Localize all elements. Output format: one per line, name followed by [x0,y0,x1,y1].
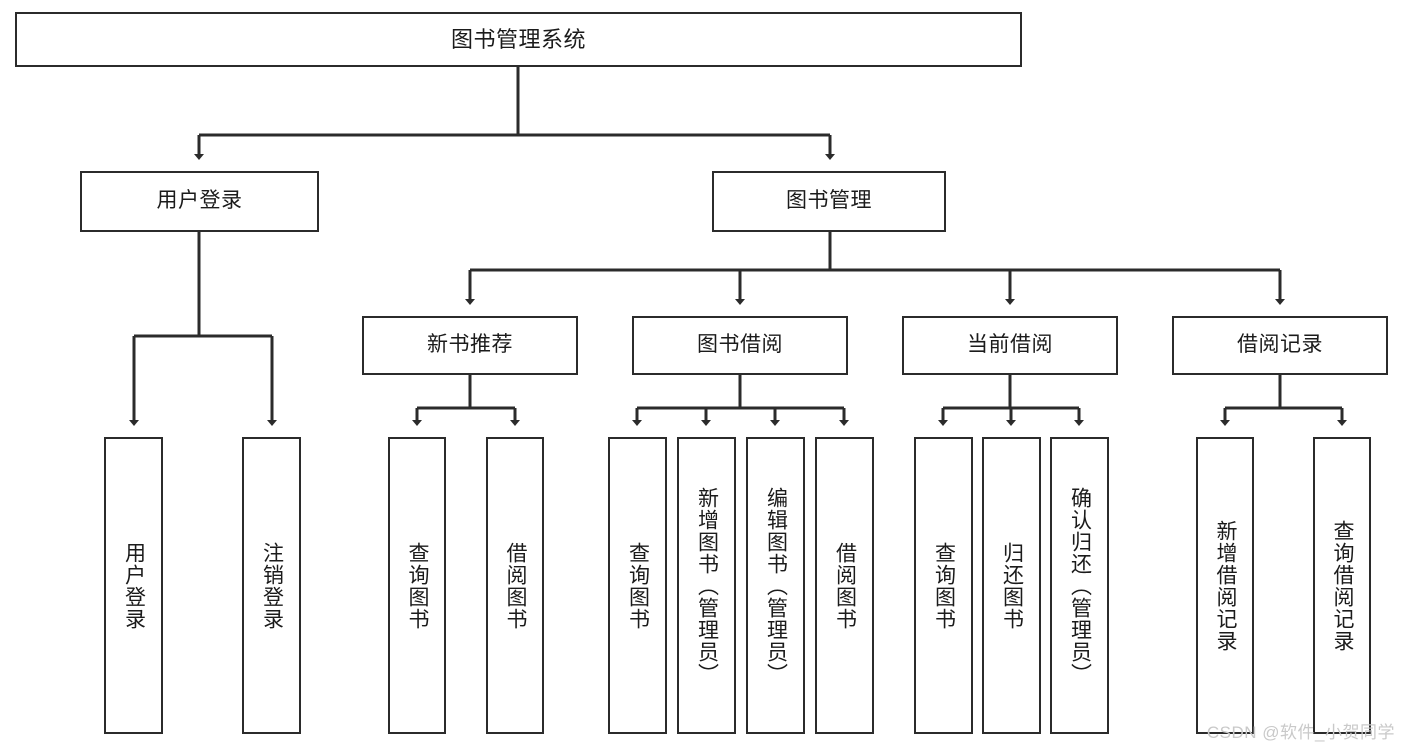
node-root[interactable]: 图书管理系统 [15,12,1022,67]
node-query-book-3-label: 查询图书 [932,541,956,630]
node-current-borrow-label: 当前借阅 [967,333,1053,357]
node-query-borrow-record[interactable]: 查询借阅记录 [1313,437,1371,734]
node-add-borrow-record-label: 新增借阅记录 [1214,519,1237,652]
node-query-borrow-record-label: 查询借阅记录 [1331,519,1354,652]
node-current-borrow[interactable]: 当前借阅 [902,316,1118,375]
node-user-logout-leaf[interactable]: 注销登录 [242,437,301,734]
node-borrow-record[interactable]: 借阅记录 [1172,316,1388,375]
node-borrow-book-2-label: 借阅图书 [833,541,857,630]
node-borrow-book-1-label: 借阅图书 [504,541,527,630]
node-book-manage[interactable]: 图书管理 [712,171,946,232]
node-user-login-leaf-label: 用户登录 [122,541,146,630]
node-confirm-return-label: 确认归还（管理员） [1068,486,1092,685]
node-add-borrow-record[interactable]: 新增借阅记录 [1196,437,1254,734]
node-user-login-label: 用户登录 [156,189,243,213]
node-user-login[interactable]: 用户登录 [80,171,319,232]
node-return-book[interactable]: 归还图书 [982,437,1041,734]
node-new-book-recommend[interactable]: 新书推荐 [362,316,578,375]
node-add-book-label: 新增图书（管理员） [695,486,719,685]
node-book-manage-label: 图书管理 [786,189,872,213]
node-confirm-return[interactable]: 确认归还（管理员） [1050,437,1109,734]
node-query-book-1-label: 查询图书 [406,541,429,630]
node-user-login-leaf[interactable]: 用户登录 [104,437,163,734]
node-borrow-book-2[interactable]: 借阅图书 [815,437,874,734]
node-query-book-2-label: 查询图书 [626,541,650,630]
node-query-book-1[interactable]: 查询图书 [388,437,446,734]
node-query-book-3[interactable]: 查询图书 [914,437,973,734]
node-edit-book[interactable]: 编辑图书（管理员） [746,437,805,734]
node-user-logout-leaf-label: 注销登录 [260,541,284,630]
node-return-book-label: 归还图书 [1000,541,1024,630]
node-new-book-recommend-label: 新书推荐 [427,333,513,357]
node-query-book-2[interactable]: 查询图书 [608,437,667,734]
node-add-book[interactable]: 新增图书（管理员） [677,437,736,734]
node-book-borrow-label: 图书借阅 [697,333,783,357]
node-borrow-record-label: 借阅记录 [1237,333,1323,357]
node-edit-book-label: 编辑图书（管理员） [764,486,788,685]
node-book-borrow[interactable]: 图书借阅 [632,316,848,375]
csdn-watermark: CSDN @软件_小贺同学 [1206,723,1395,742]
node-borrow-book-1[interactable]: 借阅图书 [486,437,544,734]
node-root-label: 图书管理系统 [450,26,586,52]
